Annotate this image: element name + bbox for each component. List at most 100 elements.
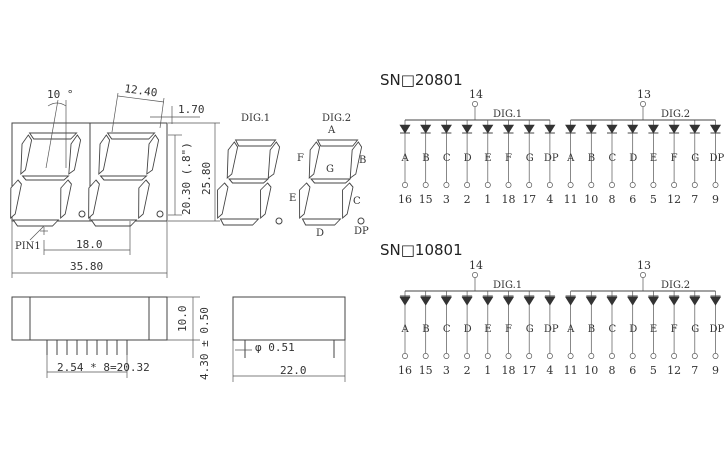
segment-label: A	[401, 153, 410, 164]
common-pin-number: 13	[637, 259, 651, 272]
front-dp-1	[78, 210, 86, 218]
diode-symbol	[544, 296, 556, 306]
dim-1-70: 1.70	[178, 103, 205, 116]
dim-pitch: 2.54 * 8=20.32	[57, 361, 150, 374]
diode-symbol	[585, 296, 597, 306]
side-view: 2.54 * 8=20.32 10.0 4.30 ± 0.50	[11, 296, 211, 380]
seg-label-f: F	[297, 153, 304, 164]
pin-terminal	[588, 353, 595, 359]
dim-20-30: 20.30 (.8")	[180, 142, 193, 215]
segment-label: G	[526, 324, 534, 335]
pin-terminal	[609, 182, 615, 188]
pin-number: 3	[443, 193, 450, 206]
dim-25-80: 25.80	[200, 162, 213, 195]
dim-35-80: 35.80	[70, 260, 103, 273]
pin-terminal	[629, 182, 636, 188]
diode-symbol	[482, 124, 494, 134]
common-pin-number: 13	[637, 88, 651, 101]
diode-symbol	[647, 296, 659, 306]
segment-label: DP	[710, 153, 725, 164]
pin1-label: PIN1	[15, 241, 41, 252]
end-view: φ 0.51 22.0	[232, 296, 346, 382]
pin-terminal	[671, 182, 678, 188]
digit-label: DIG.1	[493, 280, 522, 291]
segment-label: G	[526, 153, 534, 164]
pin-terminal	[422, 353, 429, 359]
segment-label: B	[422, 324, 429, 335]
pin-terminal	[484, 353, 491, 359]
diode-symbol	[399, 124, 411, 134]
segment-label: A	[566, 153, 575, 164]
dim-12-40: 12.40	[124, 82, 159, 99]
pin-number: 1	[484, 193, 491, 206]
common-pin-terminal	[472, 101, 478, 107]
pin-terminal	[464, 182, 471, 188]
segment-label: D	[629, 153, 637, 164]
side-body	[11, 296, 168, 341]
front-view: 10 ° 12.40 1.70 20.30 (.8") 25.80 PIN1 1…	[10, 82, 220, 278]
segment-label: DP	[710, 324, 725, 335]
diode-symbol	[606, 296, 618, 306]
pin-number: 8	[609, 364, 616, 377]
pin-terminal	[712, 353, 719, 359]
segment-label: E	[650, 153, 657, 164]
pin-terminal	[484, 182, 491, 188]
pin-terminal	[546, 353, 553, 359]
diode-symbol	[461, 296, 473, 306]
pin-terminal	[567, 182, 574, 188]
pin-number: 18	[502, 193, 516, 206]
segment-label: B	[588, 153, 595, 164]
segment-label: DP	[544, 324, 559, 335]
digit-label: DIG.2	[661, 109, 690, 120]
pin-number: 9	[712, 193, 719, 206]
segment-label: D	[464, 153, 472, 164]
seg-dig1-label: DIG.1	[241, 113, 270, 124]
diode-symbol	[606, 124, 618, 134]
segment-label: F	[505, 324, 512, 335]
dim-22-0: 22.0	[280, 364, 307, 377]
segment-label: D	[629, 324, 637, 335]
dim-10-0: 10.0	[176, 306, 189, 333]
dim-phi: φ 0.51	[255, 341, 295, 354]
seg-label-e: E	[289, 193, 296, 204]
pin-number: 6	[629, 193, 636, 206]
pin-terminal	[650, 353, 657, 359]
diode-symbol	[420, 296, 432, 306]
pin-terminal	[505, 353, 512, 359]
diode-symbol	[523, 296, 535, 306]
pin-number: 5	[650, 364, 657, 377]
dim-4-30: 4.30 ± 0.50	[198, 307, 211, 380]
pin-terminal	[402, 353, 408, 359]
pin-number: 3	[443, 364, 450, 377]
pin-number: 16	[398, 364, 412, 377]
pin-number: 12	[667, 193, 681, 206]
pin-terminal	[443, 353, 450, 359]
pin-number: 11	[564, 364, 578, 377]
segment-label: E	[650, 324, 657, 335]
pin-number: 4	[546, 364, 553, 377]
diode-symbol	[440, 296, 452, 306]
side-pins	[46, 340, 128, 355]
common-pin-terminal	[640, 272, 646, 278]
pin-terminal	[422, 182, 429, 188]
seg-label-a: A	[327, 125, 336, 136]
seg-label-dp: DP	[354, 226, 369, 237]
pin-terminal	[402, 182, 408, 188]
segment-label: F	[671, 324, 678, 335]
segment-label: C	[609, 324, 617, 335]
seg-label-d: D	[316, 228, 324, 239]
segment-label: B	[422, 153, 429, 164]
pin-terminal	[526, 353, 533, 359]
pin-number: 12	[667, 364, 681, 377]
pin-terminal	[443, 182, 450, 188]
pin-terminal	[505, 182, 512, 188]
common-pin-number: 14	[469, 259, 483, 272]
front-digit-1	[10, 132, 82, 227]
segment-label: F	[505, 153, 512, 164]
segment-label: D	[464, 324, 472, 335]
digit-label: DIG.2	[661, 280, 690, 291]
pin-number: 17	[522, 193, 536, 206]
seg-digit-2	[299, 139, 363, 226]
